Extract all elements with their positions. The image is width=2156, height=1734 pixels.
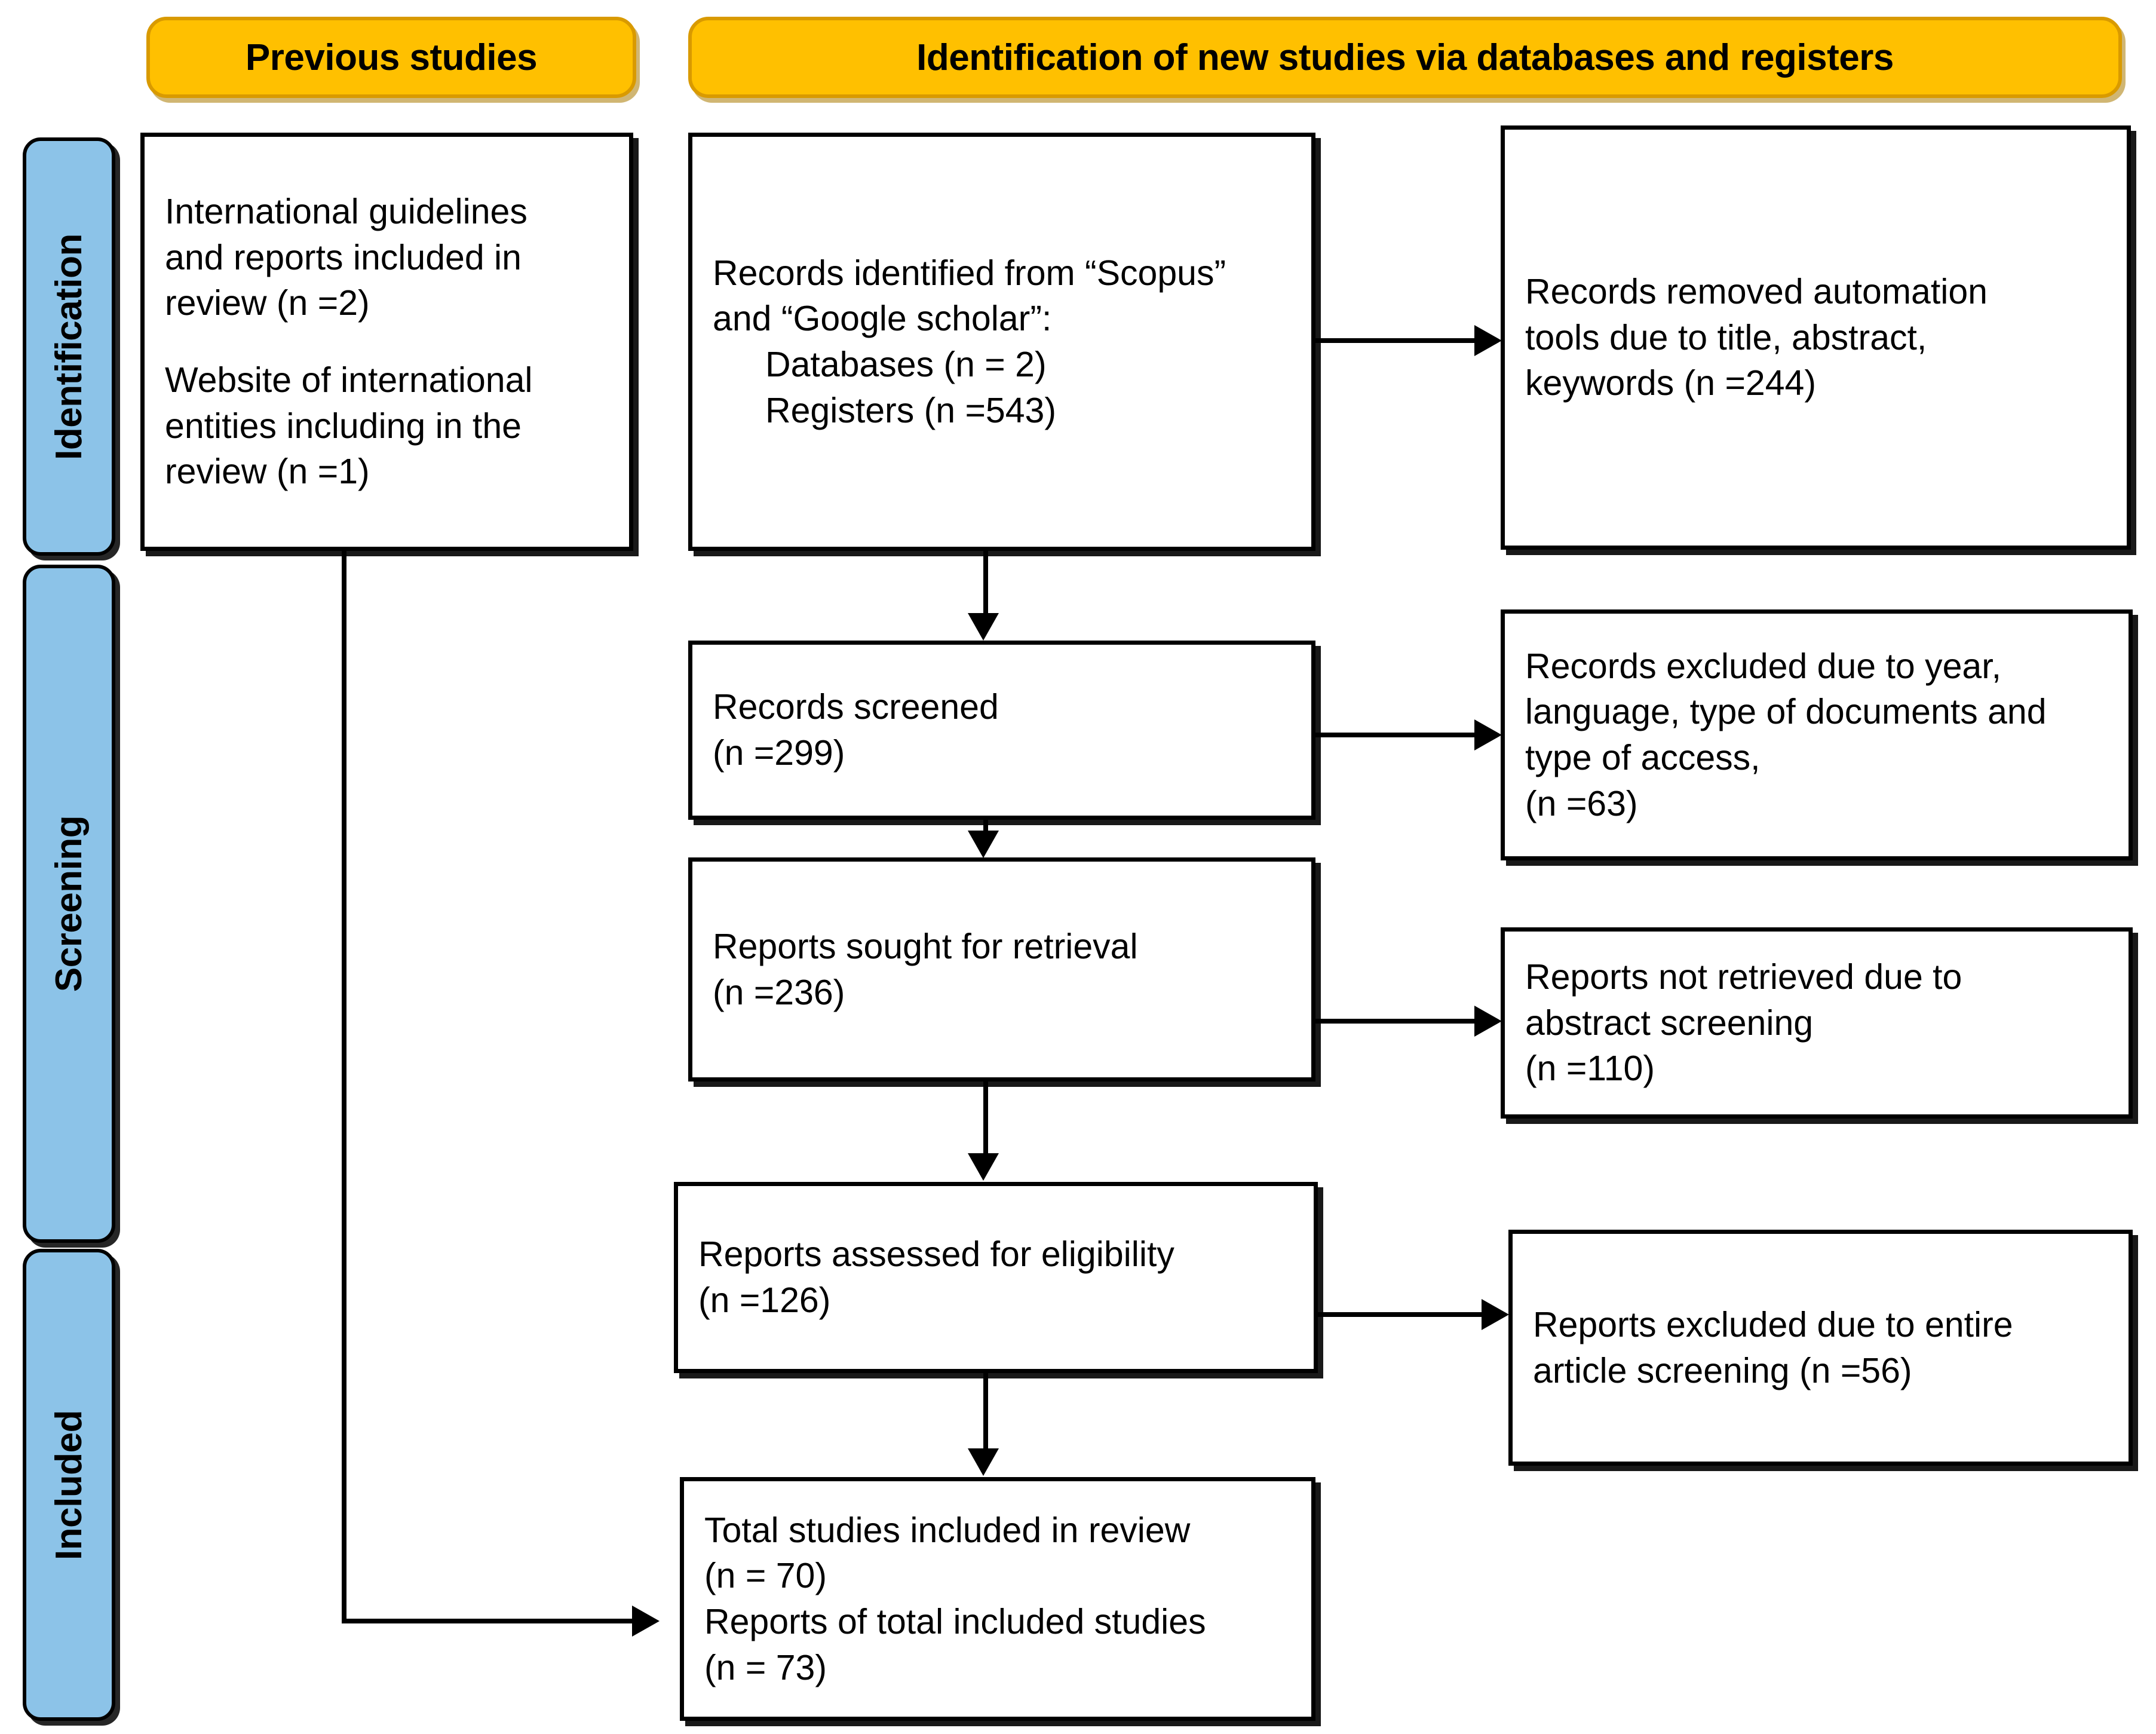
records-screened-text: Records screened (n =299) [713, 687, 999, 773]
box-records-identified: Records identified from “Scopus” and “Go… [688, 133, 1315, 551]
connector-previous-to-total-horizontal [342, 1619, 634, 1623]
arrowhead-assessed-to-excluded [1482, 1299, 1509, 1330]
banner-previous-studies: Previous studies [146, 17, 636, 98]
arrowhead-sought-to-not-retrieved [1474, 1006, 1502, 1037]
stage-rail-identification: Identification [23, 137, 115, 556]
reports-not-retrieved-text: Reports not retrieved due to abstract sc… [1525, 957, 1962, 1089]
previous-sources-line2: Website of international entities includ… [165, 360, 533, 492]
connector-sought-to-not-retrieved [1315, 1019, 1476, 1024]
reports-excluded-text: Reports excluded due to entire article s… [1533, 1304, 2013, 1390]
reports-assessed-text: Reports assessed for eligibility (n =126… [698, 1234, 1174, 1320]
connector-previous-to-total-vertical [342, 551, 346, 1623]
stage-rail-included: Included [23, 1249, 115, 1721]
reports-sought-text: Reports sought for retrieval (n =236) [713, 926, 1138, 1012]
arrowhead-identified-to-screened [968, 613, 999, 641]
stage-label-screening: Screening [48, 815, 90, 992]
arrowhead-identified-to-removed [1474, 325, 1502, 356]
records-identified-line2: Databases (n = 2) Registers (n =543) [765, 345, 1056, 430]
previous-sources-spacer [165, 326, 609, 357]
connector-identified-to-screened [983, 551, 988, 614]
box-reports-assessed: Reports assessed for eligibility (n =126… [674, 1182, 1318, 1373]
banner-new-studies-label: Identification of new studies via databa… [916, 36, 1894, 78]
previous-sources-line1: International guidelines and reports inc… [165, 191, 528, 323]
connector-screened-to-sought [983, 820, 988, 832]
arrowhead-screened-to-sought [968, 831, 999, 858]
banner-new-studies: Identification of new studies via databa… [688, 17, 2122, 98]
arrowhead-previous-to-total [632, 1606, 660, 1637]
records-excluded-text: Records excluded due to year, language, … [1525, 646, 2047, 823]
arrowhead-screened-to-excluded [1474, 719, 1502, 750]
box-records-screened: Records screened (n =299) [688, 641, 1315, 820]
box-total-included: Total studies included in review (n = 70… [680, 1477, 1315, 1721]
stage-label-included: Included [48, 1410, 90, 1560]
connector-sought-to-assessed [983, 1082, 988, 1154]
stage-label-identification: Identification [48, 233, 90, 460]
records-identified-line1: Records identified from “Scopus” and “Go… [713, 253, 1226, 339]
box-reports-sought: Reports sought for retrieval (n =236) [688, 857, 1315, 1082]
connector-assessed-to-total [983, 1373, 988, 1450]
arrowhead-assessed-to-total [968, 1448, 999, 1476]
box-records-removed: Records removed automation tools due to … [1501, 125, 2131, 550]
arrowhead-sought-to-assessed [968, 1153, 999, 1181]
box-previous-sources: International guidelines and reports inc… [140, 133, 633, 551]
box-records-excluded: Records excluded due to year, language, … [1501, 609, 2133, 860]
stage-rail-screening: Screening [23, 565, 115, 1243]
total-included-text: Total studies included in review (n = 70… [704, 1510, 1206, 1687]
connector-screened-to-excluded [1315, 733, 1476, 737]
banner-previous-studies-label: Previous studies [245, 36, 538, 78]
connector-identified-to-removed [1315, 338, 1476, 343]
connector-assessed-to-excluded [1318, 1312, 1483, 1317]
box-reports-excluded: Reports excluded due to entire article s… [1508, 1230, 2133, 1466]
records-removed-text: Records removed automation tools due to … [1525, 271, 1988, 403]
box-reports-not-retrieved: Reports not retrieved due to abstract sc… [1501, 927, 2133, 1119]
